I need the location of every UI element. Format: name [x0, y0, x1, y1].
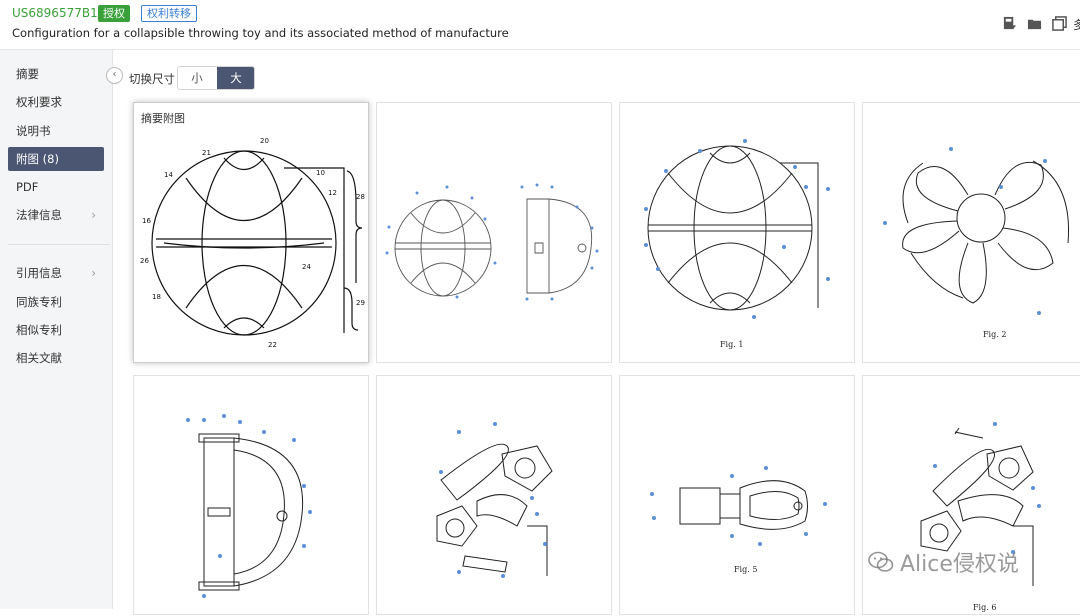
patent-title: Configuration for a collapsible throwing… [12, 26, 509, 40]
abstract-figure-drawing: 20 21 14 10 12 28 16 26 24 18 29 22 [140, 137, 365, 349]
sidebar-item-label: 附图 (8) [16, 152, 59, 166]
sidebar-item-claims[interactable]: 权利要求 [8, 90, 104, 114]
sidebar-item-label: 摘要 [16, 67, 39, 81]
ref-number: 10 [316, 169, 325, 177]
figure-card-fig1[interactable]: Fig. 1 [619, 102, 855, 363]
sidebar-item-family[interactable]: 同族专利 [8, 290, 104, 314]
watermark-text: Alice侵权说 [900, 552, 1019, 577]
wechat-icon [868, 551, 894, 572]
copy-icon[interactable] [1052, 16, 1067, 31]
ref-number: 12 [328, 189, 337, 197]
sidebar-item-label: 说明书 [16, 124, 51, 138]
sidebar-item-citations[interactable]: 引用信息 › [8, 261, 104, 285]
figure-drawing [186, 414, 312, 598]
figure-drawing [436, 422, 553, 578]
more-menu[interactable]: 多 [1073, 18, 1080, 32]
sidebar-item-abstract[interactable]: 摘要 [8, 62, 104, 86]
ref-number: 26 [140, 257, 149, 265]
ref-number: 14 [164, 171, 173, 179]
ref-number: 29 [356, 299, 365, 307]
patent-number[interactable]: US6896577B1 [12, 6, 98, 20]
figure-caption: Fig. 2 [983, 330, 1006, 339]
ref-number: 22 [268, 341, 277, 349]
ref-number: 24 [302, 263, 311, 271]
size-small-button[interactable]: 小 [191, 71, 203, 85]
sidebar-item-label: 引用信息 [16, 266, 62, 280]
figure-caption: Fig. 5 [734, 565, 757, 574]
ref-number: 28 [356, 193, 365, 201]
download-pdf-icon[interactable] [1002, 16, 1017, 31]
sidebar-item-label: 相关文献 [16, 351, 62, 365]
figure-drawing: Fig. 6 [920, 422, 1041, 612]
transfer-badge[interactable]: 权利转移 [141, 5, 197, 22]
figure-drawing: Fig. 1 [644, 139, 830, 349]
chevron-left-icon: ‹ [112, 69, 117, 80]
header-actions [1002, 16, 1067, 31]
chevron-right-icon: › [91, 208, 96, 222]
ref-number: 18 [152, 293, 161, 301]
ref-number: 16 [142, 217, 151, 225]
sidebar-item-legal[interactable]: 法律信息 › [8, 203, 104, 227]
size-large-button[interactable]: 大 [217, 67, 254, 89]
watermark: Alice侵权说 [868, 546, 1019, 578]
sidebar-divider [8, 244, 110, 245]
status-badge: 授权 [98, 5, 130, 22]
figure-drawing: Fig. 2 [883, 147, 1070, 339]
figure-drawing: Fig. 5 [650, 466, 827, 574]
sidebar-item-related[interactable]: 相关文献 [8, 346, 104, 370]
sidebar-item-description[interactable]: 说明书 [8, 119, 104, 143]
sidebar-item-figures[interactable]: 附图 (8) [8, 147, 104, 171]
sidebar-item-label: 同族专利 [16, 295, 62, 309]
sidebar-item-similar[interactable]: 相似专利 [8, 318, 104, 342]
figure-card-fig4[interactable] [376, 375, 612, 615]
figure-caption: Fig. 6 [973, 603, 996, 612]
sidebar-item-pdf[interactable]: PDF [8, 175, 104, 199]
sidebar-item-label: 相似专利 [16, 323, 62, 337]
figure-card-fig2[interactable]: Fig. 2 [862, 102, 1080, 363]
sidebar-item-label: 权利要求 [16, 95, 62, 109]
sidebar-item-label: PDF [16, 180, 39, 194]
ref-number: 21 [202, 149, 211, 157]
figure-card-abstract[interactable]: 摘要附图 20 21 14 10 12 28 16 26 24 18 29 [133, 102, 369, 363]
figure-card-fig3[interactable] [133, 375, 369, 615]
figure-caption: Fig. 1 [720, 340, 743, 349]
size-toggle: 小 大 [177, 66, 255, 90]
figure-drawing [385, 183, 599, 301]
chevron-right-icon: › [91, 266, 96, 280]
ref-number: 20 [260, 137, 269, 145]
collapse-sidebar-button[interactable]: ‹ [106, 67, 123, 84]
figure-card-2[interactable] [376, 102, 612, 363]
abstract-figure-label: 摘要附图 [141, 112, 185, 125]
figure-card-fig5[interactable]: Fig. 5 [619, 375, 855, 615]
sidebar-item-label: 法律信息 [16, 208, 62, 222]
figure-card-fig6[interactable]: Fig. 6 [862, 375, 1080, 615]
folder-icon[interactable] [1027, 16, 1042, 31]
sidebar: 摘要 权利要求 说明书 附图 (8) PDF 法律信息› 引用信息› 同族专利 … [0, 50, 113, 609]
header: US6896577B1 授权 权利转移 Configuration for a … [0, 0, 1080, 50]
size-toggle-label: 切换尺寸 [129, 72, 175, 86]
